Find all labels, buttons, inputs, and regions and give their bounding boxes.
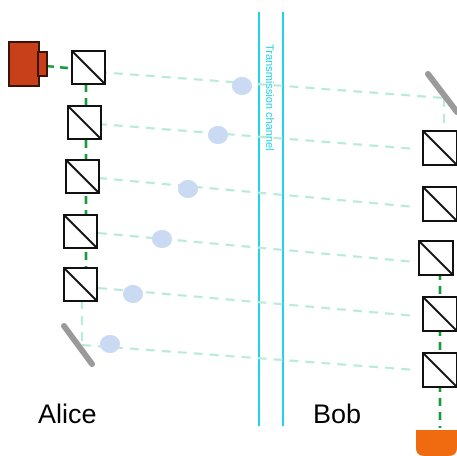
beam-splitter-icon <box>71 50 106 85</box>
detector-icon <box>416 430 457 456</box>
photon-icon <box>208 126 228 144</box>
photon-icon <box>123 285 143 303</box>
alice-label: Alice <box>38 399 97 429</box>
bob-label: Bob <box>313 399 362 429</box>
beam-splitter-icon <box>67 105 102 140</box>
photons <box>100 77 252 353</box>
beam-path-2 <box>97 122 417 151</box>
beam-splitter-icon <box>418 240 454 276</box>
beam-splitter-icon <box>65 159 100 194</box>
photon-icon <box>152 230 172 248</box>
beam-path-5 <box>97 286 417 318</box>
laser-source-icon <box>8 41 48 87</box>
beam-path-4 <box>97 231 417 264</box>
photon-icon <box>100 335 120 353</box>
photon-icon <box>232 77 252 95</box>
bob-splitters <box>418 130 457 388</box>
beam-splitter-icon <box>422 130 457 166</box>
beam-paths <box>80 70 446 372</box>
channel-label: Transmission channel <box>263 44 275 151</box>
beam-path-1 <box>97 70 445 100</box>
alice-splitters <box>63 50 106 302</box>
beam-splitter-icon <box>63 267 98 302</box>
beam-path-6 <box>81 343 417 372</box>
beam-splitter-icon <box>63 214 98 249</box>
beam-splitter-icon <box>422 186 457 222</box>
beam-splitter-icon <box>422 352 457 388</box>
photon-icon <box>178 180 198 198</box>
beam-path-3 <box>97 176 417 209</box>
mirror-icon <box>61 323 95 367</box>
beam-splitter-icon <box>422 296 457 332</box>
mirror-icon <box>425 71 457 115</box>
